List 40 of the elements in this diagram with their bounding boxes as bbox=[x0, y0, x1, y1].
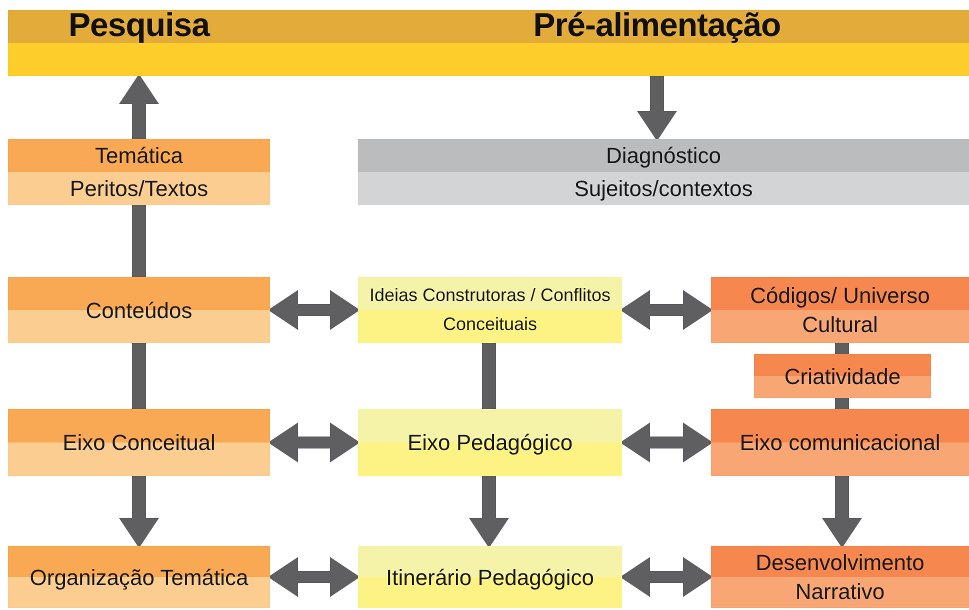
arrow bbox=[119, 476, 159, 548]
box-label: Ideias Construtoras / Conflitos Conceituais bbox=[368, 284, 612, 336]
process-box bbox=[358, 277, 622, 343]
box-label: Eixo comunicacional bbox=[740, 429, 940, 457]
box-label: Diagnóstico bbox=[606, 142, 721, 170]
process-box bbox=[358, 409, 622, 476]
arrow bbox=[822, 476, 862, 548]
arrow bbox=[469, 476, 509, 548]
box-label: Eixo Conceitual bbox=[62, 429, 216, 457]
arrow bbox=[268, 557, 360, 597]
box-label: Códigos/ Universo Cultural bbox=[749, 282, 931, 339]
heading: Pesquisa bbox=[68, 10, 212, 45]
arrow bbox=[119, 74, 159, 139]
box-label: Itinerário Pedagógico bbox=[386, 564, 594, 592]
arrow bbox=[268, 422, 360, 462]
process-box bbox=[754, 354, 931, 398]
process-box bbox=[8, 409, 270, 476]
heading: Pré-alimentação bbox=[532, 10, 782, 45]
arrow bbox=[620, 290, 713, 330]
process-box bbox=[711, 546, 969, 608]
arrow bbox=[268, 290, 360, 330]
process-box bbox=[711, 277, 969, 343]
title-band bbox=[8, 10, 969, 76]
arrow bbox=[620, 557, 713, 597]
process-box bbox=[8, 546, 270, 608]
box-label: Conteúdos bbox=[86, 296, 192, 324]
process-box bbox=[711, 409, 969, 476]
box-label: Desenvolvimento Narrativo bbox=[754, 549, 926, 606]
box-label: Peritos/Textos bbox=[70, 175, 208, 203]
diagnosis-box bbox=[358, 139, 969, 205]
box-label: Sujeitos/contextos bbox=[574, 175, 753, 203]
arrow bbox=[637, 76, 677, 141]
process-box bbox=[8, 277, 270, 343]
box-label: Temática bbox=[94, 142, 184, 170]
box-label: Criatividade bbox=[784, 362, 901, 390]
arrow bbox=[620, 422, 713, 462]
box-label: Eixo Pedagógico bbox=[407, 429, 573, 457]
box-label: Organização Temática bbox=[30, 564, 248, 592]
process-box bbox=[8, 139, 270, 205]
process-box bbox=[358, 546, 622, 608]
